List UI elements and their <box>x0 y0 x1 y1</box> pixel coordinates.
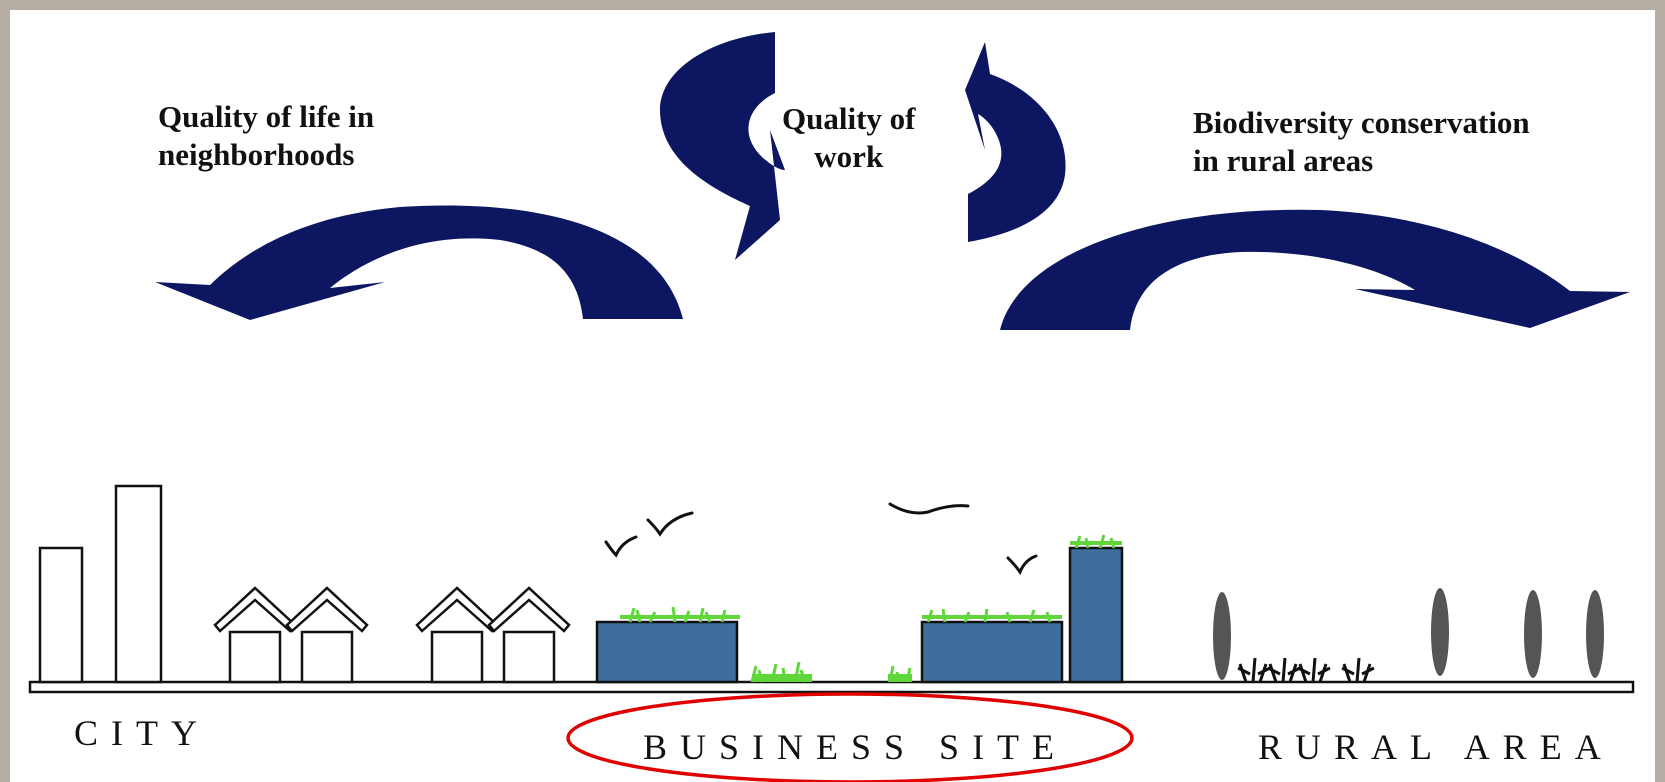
arrow-cycle-icon <box>660 32 785 260</box>
green-roof <box>620 615 740 619</box>
bird-icon <box>604 502 1038 576</box>
area-label-city: CITY <box>74 713 210 753</box>
house-group <box>213 586 571 684</box>
label-quality-of-work: Quality of work <box>782 101 916 174</box>
green-roof <box>922 615 1062 619</box>
arrow-left-icon <box>155 205 683 320</box>
label-biodiversity: Biodiversity conservation in rural areas <box>1193 105 1530 178</box>
arrow-right-icon <box>1000 209 1630 330</box>
bush-icon <box>1237 657 1375 683</box>
business-tower <box>1068 546 1124 684</box>
area-label-rural-area: RURAL AREA <box>1258 727 1614 767</box>
city-tower <box>114 484 163 684</box>
area-label-business-site: BUSINESS SITE <box>643 727 1068 767</box>
label-quality-of-life: Quality of life in neighborhoods <box>158 99 375 172</box>
arrow-cycle-icon <box>965 42 1066 242</box>
grass-patch <box>752 674 812 682</box>
ground-line <box>28 680 1635 694</box>
diagram-graphics <box>28 32 1635 782</box>
business-building <box>920 620 1064 684</box>
green-roof <box>1070 541 1122 545</box>
highlight-ellipse <box>566 692 1134 782</box>
tree-icon <box>1213 588 1604 680</box>
diagram-frame: Quality of life in neighborhoods Quality… <box>10 10 1655 782</box>
business-building <box>595 620 739 684</box>
grass-patch <box>888 674 912 682</box>
city-tower <box>38 546 84 684</box>
